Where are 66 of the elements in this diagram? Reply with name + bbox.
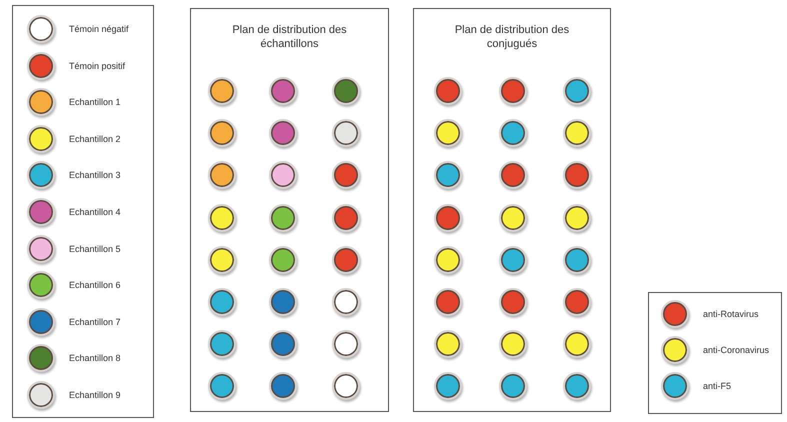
well <box>434 204 462 232</box>
well <box>332 161 360 190</box>
well <box>269 246 297 274</box>
legend-label: Echantillon 1 <box>69 97 121 108</box>
well <box>269 330 297 358</box>
legend-label: anti-F5 <box>703 381 732 391</box>
well <box>563 330 591 358</box>
legend-label: anti-Coronavirus <box>703 345 770 355</box>
well <box>269 372 297 400</box>
legend-label: Echantillon 5 <box>69 244 121 254</box>
well <box>499 161 527 190</box>
well <box>332 204 360 232</box>
well <box>269 119 297 148</box>
legend-label: Echantillon 2 <box>69 134 121 144</box>
well <box>499 372 527 400</box>
well <box>563 288 591 316</box>
well <box>563 246 591 274</box>
well <box>269 288 297 316</box>
plate-panel <box>190 8 389 412</box>
well <box>434 330 462 358</box>
legend-label: Echantillon 8 <box>69 353 121 364</box>
legend-label: Echantillon 9 <box>69 390 121 400</box>
well <box>499 204 527 232</box>
well <box>269 204 297 232</box>
well <box>269 161 297 190</box>
legend-label: anti-Rotavirus <box>703 309 759 319</box>
well <box>332 288 360 316</box>
legend-label: Echantillon 7 <box>69 316 121 327</box>
well <box>434 119 462 148</box>
well <box>499 288 527 316</box>
well <box>434 288 462 316</box>
well <box>563 77 591 105</box>
well <box>332 77 360 105</box>
well <box>434 161 462 190</box>
well <box>208 119 236 148</box>
well <box>269 77 297 105</box>
well <box>563 161 591 190</box>
panel-title: Plan de distribution des échantillons <box>231 23 348 51</box>
well <box>208 372 236 400</box>
legend-label: Témoin négatif <box>69 24 129 34</box>
well <box>208 246 236 274</box>
well <box>499 119 527 148</box>
well <box>208 161 236 190</box>
panel-title: Plan de distribution des conjugués <box>454 23 570 51</box>
well <box>332 119 360 148</box>
legend-label: Echantillon 3 <box>69 170 121 180</box>
well <box>332 372 360 400</box>
well <box>563 119 591 148</box>
well <box>434 77 462 105</box>
well <box>499 330 527 358</box>
well <box>563 204 591 232</box>
well <box>208 288 236 316</box>
legend-label: Echantillon 6 <box>69 280 121 290</box>
well <box>208 204 236 232</box>
well <box>332 330 360 358</box>
well <box>434 246 462 274</box>
well <box>208 330 236 358</box>
well <box>332 246 360 274</box>
well <box>434 372 462 400</box>
well <box>208 77 236 105</box>
well <box>499 77 527 105</box>
legend-label: Témoin positif <box>69 60 126 71</box>
well <box>499 246 527 274</box>
legend-label: Echantillon 4 <box>69 207 121 217</box>
well <box>563 372 591 400</box>
plate-panel <box>413 8 611 412</box>
